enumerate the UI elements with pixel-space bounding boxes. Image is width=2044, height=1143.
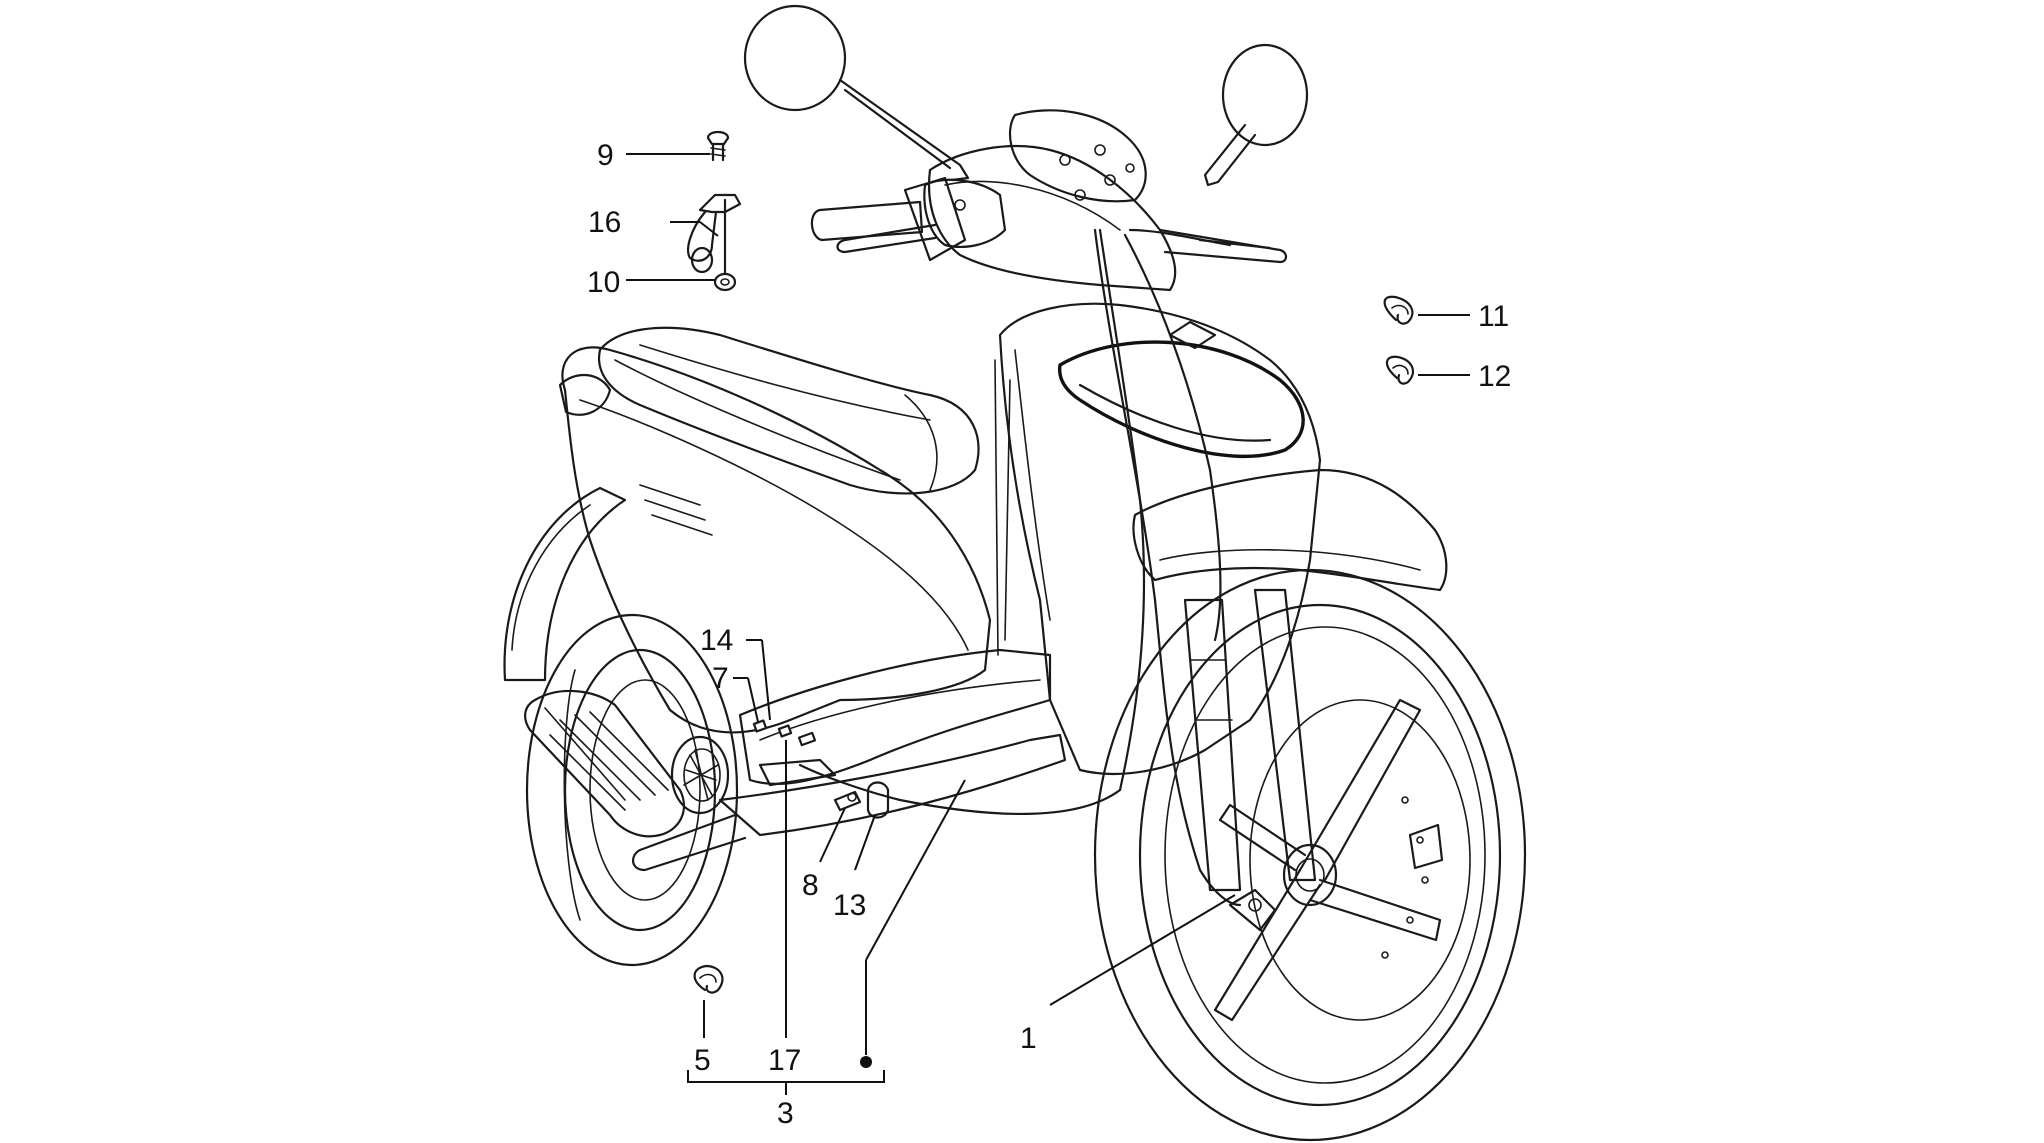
cable-clips	[752, 719, 890, 819]
mirror-bolt-assembly	[687, 130, 742, 292]
callout-3: 3	[777, 1097, 794, 1130]
bracket-16	[698, 193, 742, 214]
callout-17: 17	[768, 1044, 801, 1077]
right-mirror	[1203, 43, 1309, 187]
circlip-12	[1385, 355, 1415, 385]
front-mudguard	[1132, 468, 1448, 592]
front-brake-cable	[1093, 228, 1242, 907]
scooter-drawing	[503, 4, 1527, 1142]
callout-1: 1	[1020, 1022, 1037, 1055]
tail-light	[558, 373, 612, 416]
front-fork	[1183, 588, 1317, 892]
circlip-5	[693, 964, 724, 994]
rear-body-panel	[561, 346, 992, 734]
rear-mudguard	[503, 486, 627, 682]
callout-8: 8	[802, 869, 819, 902]
center-stand-tube	[632, 813, 747, 872]
seat	[597, 326, 980, 495]
callout-13: 13	[833, 889, 866, 922]
front-brake-arm	[1228, 888, 1277, 932]
callout-5: 5	[694, 1044, 711, 1077]
left-mirror	[743, 4, 970, 182]
front-emblem	[1168, 320, 1217, 350]
exhaust-muffler	[524, 689, 685, 838]
leg-shield	[998, 302, 1322, 776]
left-brake-lever	[836, 223, 937, 254]
callout-16: 16	[588, 206, 621, 239]
callouts: 9 16 10 11 12 14 7 8 13 1 5 17 3	[587, 139, 1511, 1130]
front-wheel	[1093, 568, 1527, 1142]
callout-11: 11	[1478, 300, 1509, 333]
leader-lines	[626, 153, 1470, 1095]
callout-7: 7	[712, 662, 729, 695]
callout-9: 9	[597, 139, 614, 172]
callout-12: 12	[1478, 360, 1511, 393]
handlebar-cover	[810, 109, 1288, 292]
right-grip	[1158, 228, 1288, 264]
callout-14: 14	[700, 624, 733, 657]
circlip-11	[1383, 295, 1414, 325]
rear-wheel	[525, 613, 739, 967]
rear-brake-cable	[798, 228, 1146, 816]
fan-cover	[670, 735, 730, 815]
callout-10: 10	[587, 266, 620, 299]
left-grip	[810, 200, 924, 242]
